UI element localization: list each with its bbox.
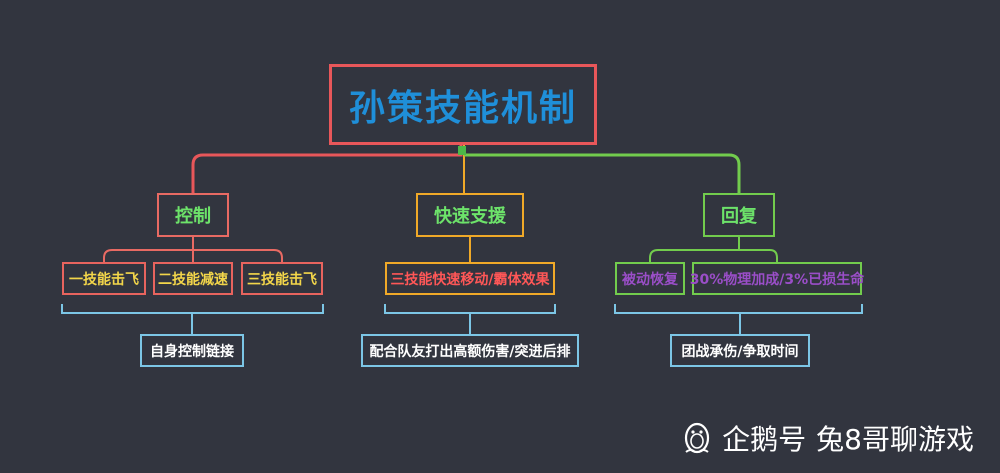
branch-control: 控制: [157, 193, 229, 237]
bracket-recovery: [614, 304, 863, 334]
watermark-author: 兔8哥聊游戏: [816, 423, 974, 456]
bracket-support: [384, 304, 556, 334]
summary-recovery: 团战承伤/争取时间: [670, 334, 810, 367]
connector-junction: [458, 146, 466, 155]
summary-control: 自身控制链接: [140, 334, 244, 367]
summary-support: 配合队友打出高额伤害/突进后排: [361, 334, 579, 367]
leaf-passive-recovery: 被动恢复: [615, 262, 685, 295]
branch-quick-support: 快速支援: [416, 193, 524, 237]
connector-root-right: [464, 153, 741, 193]
bracket-control: [61, 304, 324, 334]
branch-recovery: 回复: [703, 193, 775, 237]
penguin-icon: [685, 422, 710, 454]
leaf-skill3-knockup: 三技能击飞: [241, 262, 323, 295]
mindmap-root-title: 孙策技能机制: [329, 64, 597, 145]
connector-recovery-leaves: [649, 237, 778, 262]
leaf-skill1-knockup: 一技能击飞: [62, 262, 146, 295]
connector-root-left: [191, 145, 463, 193]
watermark: 企鹅号 兔8哥聊游戏: [682, 418, 974, 458]
watermark-platform: 企鹅号: [722, 423, 807, 456]
connector-control-leaves: [103, 237, 283, 262]
leaf-physical-bonus: 30%物理加成/3%已损生命: [690, 262, 864, 295]
leaf-skill2-slow: 二技能减速: [153, 262, 233, 295]
leaf-skill3-fast-move: 三技能快速移动/霸体效果: [385, 262, 555, 295]
